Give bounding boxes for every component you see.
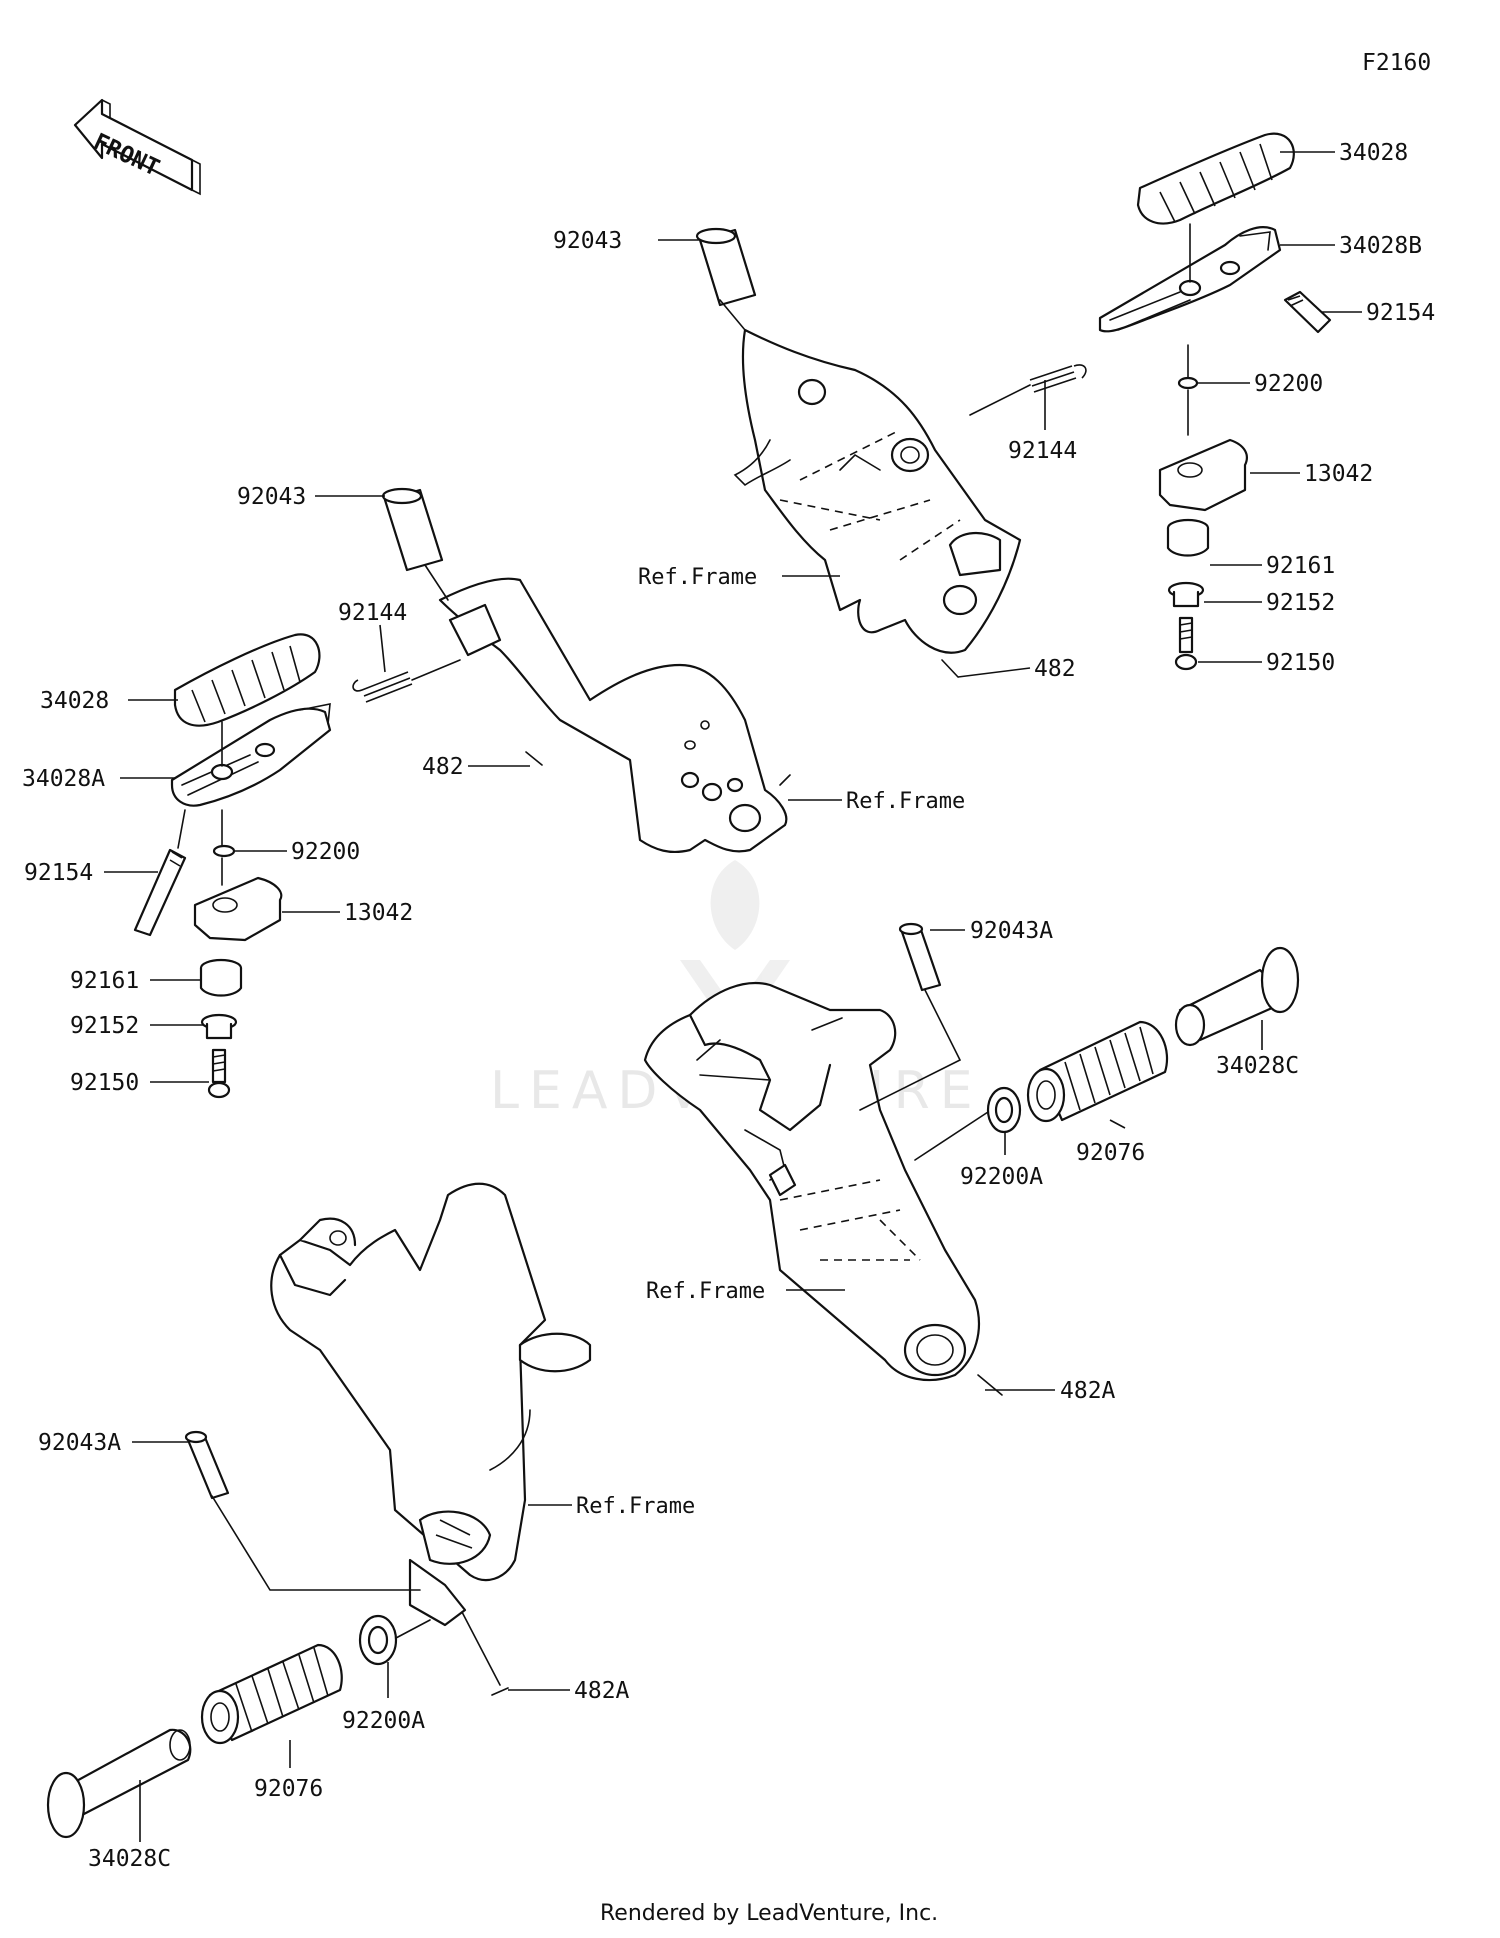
label-ml-ref-frame: Ref.Frame (846, 789, 965, 814)
rear-bracket-right-body (643, 981, 980, 1382)
pin-482A-left-end (491, 1687, 509, 1696)
label-ml-92043: 92043 (237, 484, 306, 510)
label-rp-34028B: 34028B (1339, 233, 1422, 259)
label-lp-13042: 13042 (344, 900, 413, 926)
rear-step-bracket-left (270, 1182, 592, 1627)
label-ml-92144: 92144 (338, 600, 407, 626)
pin-92154-right (1283, 290, 1332, 334)
label-lr-92200A: 92200A (342, 1708, 425, 1734)
label-lr-92043A: 92043A (38, 1430, 121, 1456)
footpeg-rubber-34028-right (1136, 132, 1295, 225)
label-rr-34028C: 34028C (1216, 1053, 1299, 1079)
pivot-pin-92043-middle (381, 487, 449, 601)
watermark-logo-icon (680, 960, 790, 1040)
label-rp-13042: 13042 (1304, 461, 1373, 487)
leader-tr-482 (957, 667, 1031, 678)
pin-482A-left-icon (461, 1611, 501, 1686)
holder-13042-right (1158, 438, 1248, 512)
label-rr-ref-frame: Ref.Frame (646, 1279, 765, 1304)
label-tr-482: 482 (1034, 656, 1076, 682)
pin-92043A-right (859, 922, 962, 1111)
damper-92161-left (199, 958, 243, 997)
label-tr-92043: 92043 (553, 228, 622, 254)
figure-code: F2160 (1362, 50, 1431, 76)
left-footpeg-bracket (438, 577, 791, 854)
rear-bracket-left-body (270, 1182, 547, 1582)
damper-92161-right (1166, 518, 1210, 557)
label-rr-92200A: 92200A (960, 1164, 1043, 1190)
holder-13042-left (193, 876, 283, 942)
spring-92144-middle (352, 659, 461, 703)
front-arrow-icon: FRONT (73, 98, 201, 196)
label-rr-482A: 482A (1060, 1378, 1116, 1404)
footpeg-34028A-left (170, 703, 332, 807)
label-tr-92144: 92144 (1008, 438, 1077, 464)
label-rp-92200: 92200 (1254, 371, 1323, 397)
pin-482-top-icon (941, 659, 959, 678)
label-lr-482A: 482A (574, 1678, 630, 1704)
rear-step-bracket-right (643, 981, 980, 1382)
label-rp-92154: 92154 (1366, 300, 1435, 326)
label-lp-34028: 34028 (40, 688, 109, 714)
label-lp-92154: 92154 (24, 860, 93, 886)
label-lp-92200: 92200 (291, 839, 360, 865)
label-lp-92150: 92150 (70, 1070, 139, 1096)
spring-92144-top (969, 364, 1087, 416)
label-rr-92043A: 92043A (970, 918, 1053, 944)
collar-92152-left (200, 1013, 238, 1040)
label-lp-34028A: 34028A (22, 766, 105, 792)
right-bracket-body (741, 328, 1022, 654)
label-lr-92076: 92076 (254, 1776, 323, 1802)
footpeg-34028B-right (1098, 223, 1282, 333)
watermark-flame-icon (710, 860, 760, 950)
pivot-pin-92043-top (695, 227, 757, 331)
left-bracket-body (438, 577, 788, 854)
label-rp-92152: 92152 (1266, 590, 1335, 616)
pin-92154-left (133, 809, 187, 937)
leader-rr-92076 (1109, 1119, 1126, 1129)
label-lp-92161: 92161 (70, 968, 139, 994)
step-34028C-left (46, 1728, 192, 1839)
label-lr-34028C: 34028C (88, 1846, 171, 1872)
washer-92200-right (1177, 376, 1199, 390)
label-rr-92076: 92076 (1076, 1140, 1145, 1166)
step-34028C-right (1174, 946, 1300, 1047)
pin-482-middle-icon (525, 751, 543, 766)
label-ml-482: 482 (422, 754, 464, 780)
pin-92043A-left (184, 1430, 421, 1591)
label-lr-ref-frame: Ref.Frame (576, 1494, 695, 1519)
bolt-92150-right (1174, 616, 1198, 671)
washer-92200A-right (914, 1086, 1022, 1161)
pin-482A-right-icon (977, 1374, 1003, 1396)
bolt-92150-left (207, 1048, 231, 1099)
footer-credit: Rendered by LeadVenture, Inc. (600, 1901, 938, 1926)
label-rp-92150: 92150 (1266, 650, 1335, 676)
rubber-92076-left (200, 1643, 343, 1745)
washer-92200A-left (358, 1614, 431, 1666)
rubber-92076-right (1026, 1020, 1169, 1123)
collar-92152-right (1167, 581, 1205, 608)
right-footpeg-bracket (733, 328, 1022, 654)
washer-92200-left (212, 844, 236, 858)
leader-ml-92144 (379, 624, 386, 673)
footpeg-rubber-34028-left (173, 633, 321, 727)
label-rp-34028: 34028 (1339, 140, 1408, 166)
label-tr-ref-frame: Ref.Frame (638, 565, 757, 590)
label-rp-92161: 92161 (1266, 553, 1335, 579)
label-lp-92152: 92152 (70, 1013, 139, 1039)
